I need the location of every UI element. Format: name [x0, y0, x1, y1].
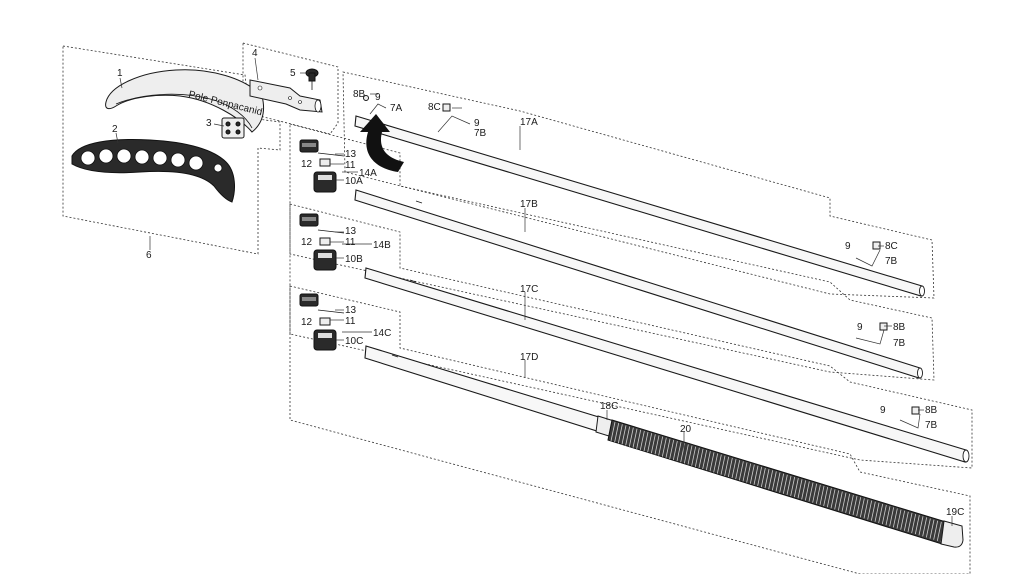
label-11-c: 11 — [345, 316, 356, 327]
head-bracket — [249, 79, 323, 113]
label-9-e: 9 — [880, 405, 886, 416]
bolt-set — [221, 117, 245, 139]
label-13-a: 13 — [345, 149, 357, 160]
label-14c: 14C — [373, 328, 391, 339]
label-9-d: 9 — [857, 322, 863, 333]
label-6: 6 — [146, 250, 152, 261]
label-8c-17b: 8C — [885, 241, 898, 252]
label-10a: 10A — [345, 176, 363, 187]
label-17c: 17C — [520, 284, 538, 295]
grip-sleeve — [607, 419, 947, 545]
label-7a: 7A — [390, 103, 403, 114]
pole-17a-boundary — [342, 71, 935, 299]
lock-assembly-14c — [299, 293, 345, 351]
saw-group-boundary — [62, 45, 281, 255]
label-8b-17d: 8B — [925, 405, 938, 416]
label-7b-17b: 7B — [885, 256, 898, 267]
pole-17c — [364, 267, 970, 463]
label-7b-top: 7B — [474, 128, 487, 139]
label-12-a: 12 — [301, 159, 313, 170]
label-14a: 14A — [359, 168, 377, 179]
pole-17b — [354, 189, 923, 379]
label-8b-top: 8B — [353, 89, 366, 100]
scabbard — [71, 139, 235, 203]
label-19c: 19C — [946, 507, 964, 518]
part-labels: 1 2 3 4 5 6 8B 9 7A 8C 9 7B 17A 13 12 11… — [112, 48, 964, 518]
label-5: 5 — [290, 68, 296, 79]
arrow-icon — [360, 114, 404, 172]
label-1: 1 — [117, 68, 123, 79]
lock-assembly-14a — [299, 139, 345, 193]
label-10c: 10C — [345, 336, 363, 347]
label-10b: 10B — [345, 254, 363, 265]
label-14b: 14B — [373, 240, 391, 251]
pole-17d — [364, 345, 603, 433]
label-3: 3 — [206, 118, 212, 129]
label-2: 2 — [112, 124, 118, 135]
label-11-a: 11 — [345, 160, 356, 171]
label-17a: 17A — [520, 117, 538, 128]
spring-clip-top — [437, 103, 471, 133]
pole-17d-boundary — [289, 285, 971, 574]
knob — [305, 68, 319, 90]
spring-clip-17b — [855, 241, 881, 267]
label-8b-17c: 8B — [893, 322, 906, 333]
label-12-c: 12 — [301, 317, 313, 328]
label-7b-17c: 7B — [893, 338, 906, 349]
label-13-b: 13 — [345, 226, 357, 237]
end-cap-19c — [940, 520, 964, 548]
clip-7a — [363, 95, 387, 115]
label-17b: 17B — [520, 199, 538, 210]
label-20: 20 — [680, 424, 692, 435]
label-9-b: 9 — [474, 118, 480, 129]
label-9-c: 9 — [845, 241, 851, 252]
lock-assembly-14b — [299, 213, 345, 271]
spring-clip-17c — [855, 322, 888, 345]
label-17d: 17D — [520, 352, 538, 363]
label-12-b: 12 — [301, 237, 313, 248]
label-8c-top: 8C — [428, 102, 441, 113]
label-7b-17d: 7B — [925, 420, 938, 431]
pole-17b-boundary — [289, 123, 935, 381]
label-13-c: 13 — [345, 305, 357, 316]
leader-lines — [115, 57, 953, 526]
label-4: 4 — [252, 48, 258, 59]
label-9-a: 9 — [375, 92, 381, 103]
pole-17a — [354, 115, 925, 297]
label-18c: 18C — [600, 401, 618, 412]
spring-clip-17d — [899, 406, 921, 429]
label-11-b: 11 — [345, 237, 356, 248]
